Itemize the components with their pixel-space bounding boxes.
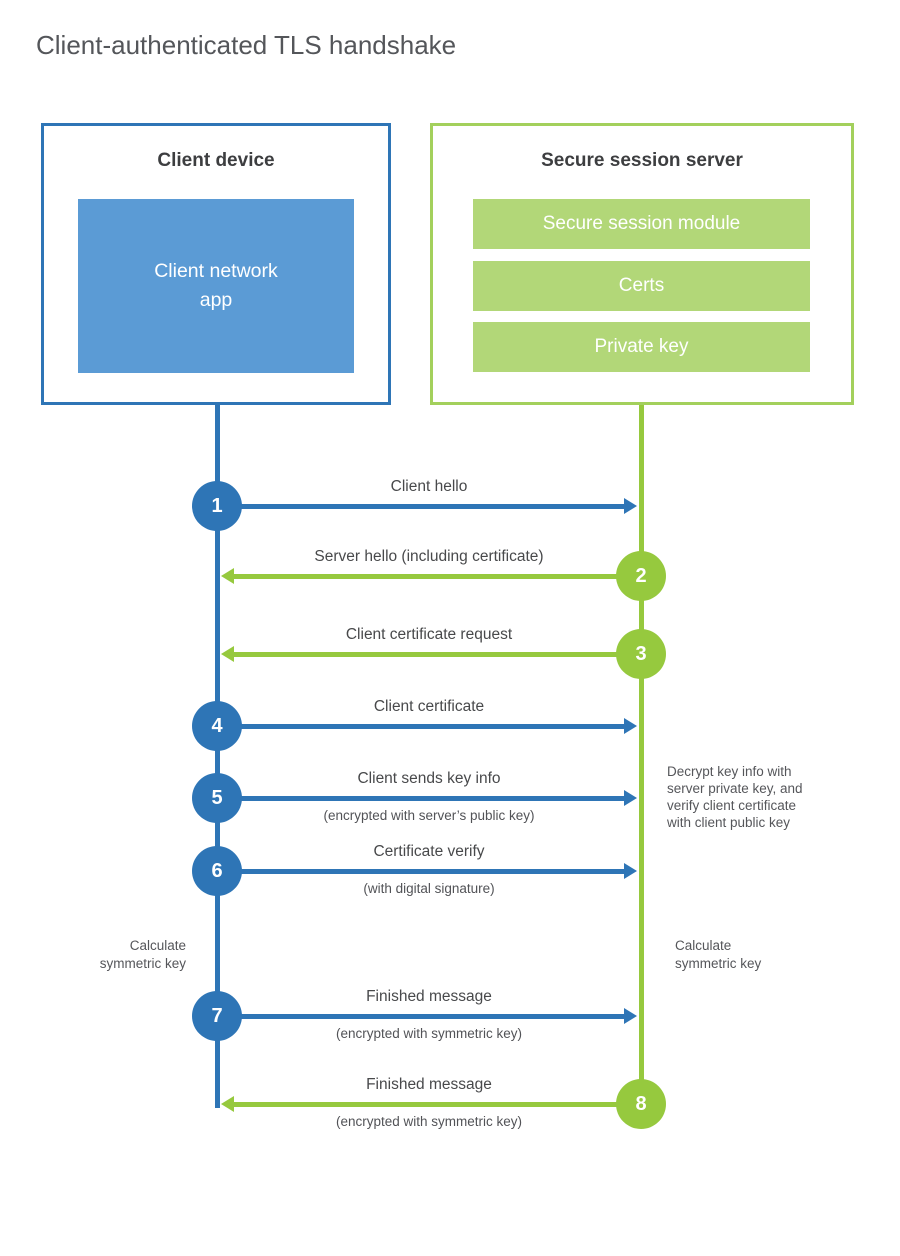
message-label: Client hello bbox=[390, 478, 468, 495]
right-arrow bbox=[217, 718, 637, 734]
right-arrow bbox=[217, 498, 637, 514]
step-badge-7: 7 bbox=[192, 991, 242, 1041]
right-arrow bbox=[217, 863, 637, 879]
message-label: Server hello (including certificate) bbox=[314, 548, 544, 565]
decrypt-key-note: Decrypt key info with server private key… bbox=[667, 764, 803, 830]
calculate-symmetric-key-note-server: Calculate symmetric key bbox=[675, 938, 762, 971]
secure-session-server-title: Secure session server bbox=[541, 150, 743, 171]
client-device-box: Client device Client network app bbox=[41, 123, 391, 405]
message-sublabel: (with digital signature) bbox=[363, 881, 495, 896]
message-sublabel: (encrypted with server’s public key) bbox=[323, 808, 535, 823]
step-badge-2: 2 bbox=[616, 551, 666, 601]
message-label: Finished message bbox=[366, 988, 492, 1005]
message-label: Client certificate request bbox=[345, 626, 513, 643]
left-arrow bbox=[221, 646, 641, 662]
message-label: Client certificate bbox=[373, 698, 485, 715]
calculate-symmetric-key-note-client: Calculate symmetric key bbox=[99, 938, 186, 971]
message-label: Client sends key info bbox=[357, 770, 501, 787]
message-sublabel: (encrypted with symmetric key) bbox=[335, 1026, 523, 1041]
message-label: Finished message bbox=[366, 1076, 492, 1093]
step-badge-4: 4 bbox=[192, 701, 242, 751]
right-arrow bbox=[217, 790, 637, 806]
page-title: Client-authenticated TLS handshake bbox=[36, 30, 457, 60]
client-device-title: Client device bbox=[157, 150, 275, 171]
secure-session-module-bar: Secure session module bbox=[473, 199, 810, 249]
left-arrow bbox=[221, 1096, 641, 1112]
private-key-bar: Private key bbox=[473, 322, 810, 372]
step-badge-6: 6 bbox=[192, 846, 242, 896]
step-badge-3: 3 bbox=[616, 629, 666, 679]
server-lifeline bbox=[639, 405, 644, 1105]
message-sublabel: (encrypted with symmetric key) bbox=[335, 1114, 523, 1129]
step-badge-5: 5 bbox=[192, 773, 242, 823]
secure-session-server-box: Secure session server Secure session mod… bbox=[430, 123, 854, 405]
certs-bar: Certs bbox=[473, 261, 810, 311]
right-arrow bbox=[217, 1008, 637, 1024]
client-lifeline bbox=[215, 405, 220, 1108]
step-badge-8: 8 bbox=[616, 1079, 666, 1129]
client-network-app-box: Client network app bbox=[78, 199, 354, 373]
message-label: Certificate verify bbox=[373, 843, 485, 860]
left-arrow bbox=[221, 568, 641, 584]
step-badge-1: 1 bbox=[192, 481, 242, 531]
